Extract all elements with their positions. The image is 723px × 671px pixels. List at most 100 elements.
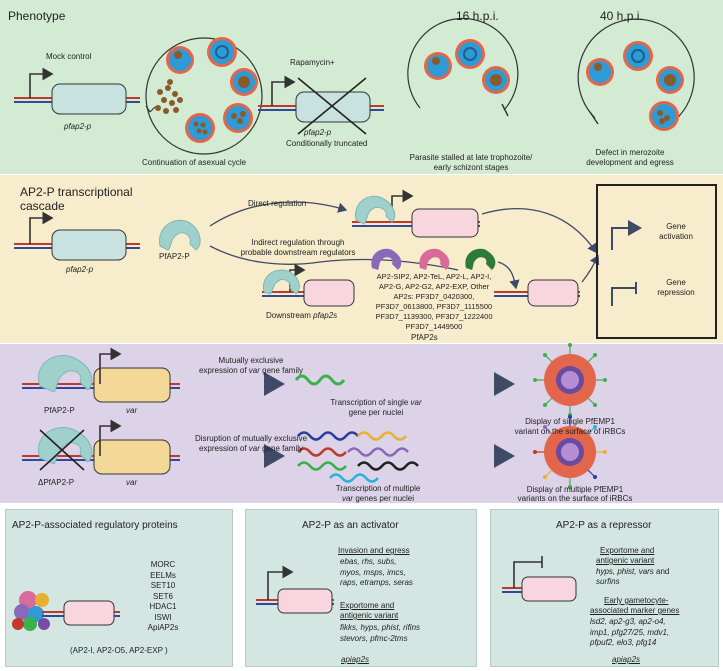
activator-gene-construct bbox=[256, 565, 334, 614]
conditionally-truncated-label: Conditionally truncated bbox=[286, 139, 368, 148]
delta-protein-label: ΔPfAP2-P bbox=[38, 478, 75, 487]
cycle-16hpi bbox=[407, 17, 519, 117]
delta-var-gene-construct bbox=[22, 419, 180, 475]
cascade-title-line2: cascade bbox=[20, 199, 65, 213]
disrupt-line2-prefix: expression of bbox=[198, 444, 249, 453]
downstream-gene: pfap2s bbox=[313, 311, 338, 320]
var-gene-construct bbox=[22, 347, 180, 403]
pfap2p-protein bbox=[159, 219, 201, 251]
stalled-line1: Parasite stalled at late trophozoite/ bbox=[409, 153, 533, 162]
pfap2s-label: PfAP2s bbox=[411, 333, 438, 342]
multiple-var-transcripts bbox=[297, 431, 419, 483]
act-exportome-genes: fikks, hyps, phist, rifins stevors, pfmc… bbox=[340, 623, 420, 644]
pfap2s-target-gene bbox=[494, 279, 580, 307]
hpi16-label: 16 h.p.i. bbox=[456, 9, 499, 23]
cascade-gene-construct bbox=[14, 211, 140, 261]
phenotype-title: Phenotype bbox=[8, 9, 66, 23]
regulatory-protein-list: MORC EELMs SET10 SET6 HDAC1 ISWI ApiAP2s bbox=[108, 560, 218, 634]
mock-gene-construct bbox=[14, 67, 140, 115]
activator-gene-label: apiap2s bbox=[341, 655, 370, 664]
gametocyte-gene-line: lsd2, ap2-g3, ap2-o4, bbox=[590, 617, 666, 626]
rep-exportome-genes: hyps, phist, vars bbox=[596, 567, 654, 576]
invasion-gene-line: ebas, rhs, subs, bbox=[340, 557, 397, 566]
repression-bar-icon bbox=[611, 282, 637, 306]
downstream-label: Downstream pfap2s bbox=[266, 311, 337, 320]
gametocyte-title-line2: associated marker genes bbox=[590, 606, 680, 615]
downstream-pfap2s-gene bbox=[262, 263, 355, 307]
var-gene-label: var bbox=[126, 406, 138, 415]
defect-line2: development and egress bbox=[586, 158, 674, 167]
disrupt-line1: Disruption of mutually exclusive bbox=[194, 434, 308, 443]
repressor-title: AP2-P as a repressor bbox=[556, 520, 652, 531]
act-exportome-title-line1: Exportome and bbox=[340, 601, 395, 610]
act-exportome-gene-line: stevors, pfmc-2tms bbox=[340, 633, 408, 643]
ap2-list-line: PF3D7_1449500 bbox=[405, 322, 463, 331]
me-line2-var: var bbox=[248, 366, 260, 375]
disrupt-line2-var: var bbox=[248, 444, 260, 453]
single-var-transcript bbox=[294, 374, 346, 386]
invasion-genes: ebas, rhs, subs, myos, msps, imcs, raps,… bbox=[340, 557, 413, 589]
display-multi-line1: Display of multiple PfEMP1 bbox=[526, 485, 624, 494]
cascade-title-line1: AP2-P transcriptional bbox=[20, 185, 133, 199]
multi-line2-suffix: genes per nuclei bbox=[353, 494, 415, 503]
gametocyte-gene-line: imp1, pfg27/25, mdv1, bbox=[590, 627, 670, 637]
rapamycin-gene-construct bbox=[258, 75, 384, 135]
regulatory-protein: SET10 bbox=[150, 581, 176, 590]
activation-line1: Gene bbox=[666, 222, 686, 231]
regulatory-complex-illustration bbox=[12, 591, 50, 631]
mock-control-label: Mock control bbox=[46, 52, 92, 61]
hpi40-label: 40 h.p.i. bbox=[600, 9, 643, 23]
invasion-gene-line: raps, etramps, seras bbox=[340, 578, 413, 587]
disrupt-line2: expression of var gene family bbox=[180, 444, 322, 453]
var-protein-label: PfAP2-P bbox=[44, 406, 75, 415]
ap2-list-line: PF3D7_0613800, PF3D7_1115500 bbox=[375, 302, 493, 311]
irbc-single bbox=[533, 343, 607, 417]
gametocyte-gene-line: pfpuf2, elo3, pfg14 bbox=[590, 638, 657, 647]
gametocyte-title-line1: Early gametocyte- bbox=[604, 596, 669, 605]
direct-regulation-label: Direct regulation bbox=[248, 199, 307, 208]
rep-exportome-title-line2: antigenic variant bbox=[596, 556, 655, 565]
cascade-gene-label: pfap2-p bbox=[66, 265, 94, 274]
regulatory-panel bbox=[5, 509, 233, 667]
repression-line1: Gene bbox=[666, 278, 686, 287]
repressor-gene-label: apiap2s bbox=[612, 655, 641, 664]
single-line1-var: var bbox=[410, 398, 422, 407]
regulatory-protein-note: (AP2-I, AP2-O5, AP2-EXP ) bbox=[70, 646, 168, 655]
indirect-line2: probable downstream regulators bbox=[240, 248, 356, 257]
continuation-label: Continuation of asexual cycle bbox=[142, 158, 247, 167]
regulatory-protein: MORC bbox=[150, 560, 176, 569]
ap2-list-line: AP2-G, AP2-G2, AP2-EXP, Other bbox=[378, 282, 490, 291]
display-single-line1: Display of single PfEMP1 bbox=[525, 417, 615, 426]
single-line2: gene per nuclei bbox=[348, 408, 404, 417]
me-line2-suffix: gene family bbox=[259, 366, 304, 375]
cycle-40hpi bbox=[577, 18, 695, 131]
delta-gene-label: var bbox=[126, 478, 138, 487]
outcome-box bbox=[596, 184, 717, 339]
rep-exportome-genes-line2: surfins bbox=[596, 577, 620, 586]
regulatory-protein: ISWI bbox=[154, 612, 172, 622]
rep-exportome-and: and bbox=[653, 567, 670, 576]
defect-line1: Defect in merozoite bbox=[595, 148, 665, 157]
activator-panel bbox=[245, 509, 477, 667]
me-line2-prefix: expression of bbox=[198, 366, 249, 375]
regulatory-protein: SET6 bbox=[152, 591, 173, 601]
activation-arrow-icon bbox=[611, 220, 642, 250]
regulatory-protein: HDAC1 bbox=[149, 602, 177, 611]
regulatory-protein: ApiAP2s bbox=[147, 623, 179, 632]
mock-gene-label: pfap2-p bbox=[64, 122, 92, 131]
repressor-gene-construct bbox=[502, 556, 577, 602]
pfap2s-proteins bbox=[371, 248, 496, 270]
stalled-line2: early schizont stages bbox=[433, 163, 509, 172]
indirect-line1: Indirect regulation through bbox=[251, 238, 345, 247]
rapamycin-label: Rapamycin+ bbox=[290, 58, 335, 67]
ap2-list-line: AP2-SIP2, AP2-TeL, AP2-L, AP2-I, bbox=[376, 272, 492, 281]
repression-line2: repression bbox=[657, 288, 695, 297]
regulatory-title: AP2-P-associated regulatory proteins bbox=[12, 520, 178, 531]
asexual-cycle bbox=[145, 37, 263, 155]
irbc-multiple bbox=[533, 415, 607, 489]
direct-target-gene bbox=[352, 189, 480, 238]
multi-line2-var: var bbox=[341, 494, 354, 503]
downstream-prefix: Downstream bbox=[266, 311, 314, 320]
act-exportome-title-line2: antigenic variant bbox=[340, 611, 399, 620]
